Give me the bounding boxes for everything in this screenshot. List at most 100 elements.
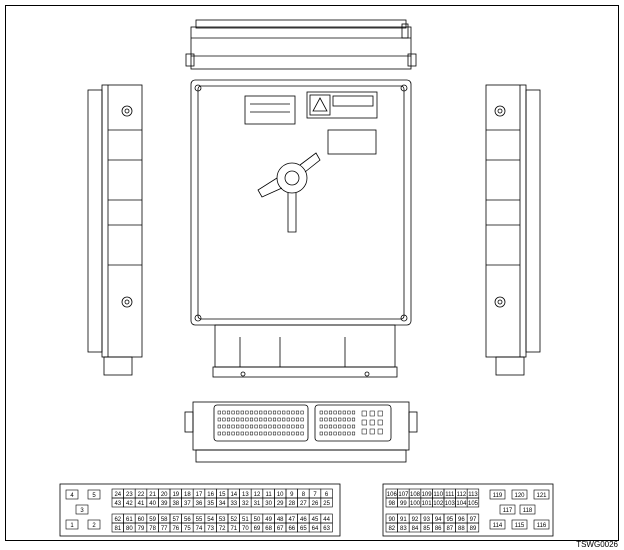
pin-cell: 110	[432, 488, 445, 499]
connector-pin	[226, 431, 231, 436]
pin-number: 78	[149, 526, 156, 532]
figure-frame	[5, 5, 619, 541]
pin-number: 30	[265, 501, 272, 507]
pin-number: 33	[230, 501, 237, 507]
pin-cell: 106	[385, 488, 398, 499]
pin-cell: 2	[87, 519, 101, 530]
pin-number: 52	[230, 517, 237, 523]
pin-number: 48	[277, 517, 284, 523]
connector-pin	[277, 417, 281, 422]
pin-number: 90	[388, 517, 395, 523]
connector-pin	[291, 431, 295, 436]
pin-cell: 101	[420, 497, 433, 508]
pin-number: 19	[172, 492, 179, 498]
connector-pin	[291, 410, 295, 415]
pin-cell: 34	[216, 497, 229, 508]
pin-cell: 94	[432, 513, 445, 524]
left-table-border	[59, 483, 341, 537]
pin-cell: 102	[432, 497, 445, 508]
pin-cell: 95	[443, 513, 456, 524]
pin-cell: 53	[216, 513, 229, 524]
connector-pin	[222, 417, 226, 422]
pin-number: 7	[313, 492, 317, 498]
ecu-right-side-view	[485, 84, 541, 376]
connector-pin	[249, 417, 254, 422]
connector-pin	[351, 410, 356, 415]
pin-number: 21	[149, 492, 156, 498]
pin-number: 2	[92, 523, 96, 529]
pin-number: 94	[435, 517, 442, 523]
connector-pin	[347, 410, 351, 415]
pin-cell: 104	[455, 497, 468, 508]
pin-number: 54	[207, 517, 214, 523]
pin-number: 71	[230, 526, 237, 532]
connector-pin	[282, 431, 286, 436]
pin-number: 79	[138, 526, 145, 532]
pin-cell: 89	[466, 522, 480, 533]
pin-cell: 49	[262, 513, 275, 524]
pin-number: 93	[423, 517, 430, 523]
pin-number: 111	[445, 492, 455, 498]
pin-cell: 25	[320, 497, 333, 508]
pin-cell: 54	[204, 513, 217, 524]
pin-number: 3	[80, 508, 84, 514]
pin-number: 37	[184, 501, 191, 507]
pin-number: 75	[184, 526, 191, 532]
connector-pin	[259, 410, 263, 415]
connector-pin	[295, 424, 300, 429]
pin-cell: 26	[308, 497, 322, 508]
connector-pin	[351, 424, 356, 429]
pin-cell: 80	[123, 522, 136, 533]
connector-pin	[222, 424, 226, 429]
pin-cell: 27	[297, 497, 310, 508]
pin-number: 106	[387, 492, 398, 498]
connector-pin	[282, 424, 286, 429]
connector-pin	[254, 417, 258, 422]
pin-cell: 72	[216, 522, 229, 533]
connector-pin	[369, 419, 375, 426]
pin-cell: 12	[250, 488, 264, 499]
pin-cell: 78	[146, 522, 159, 533]
pin-cell: 76	[169, 522, 182, 533]
connector-pin	[226, 424, 231, 429]
pin-cell: 83	[397, 522, 410, 533]
connector-pin	[272, 424, 277, 429]
pin-number: 73	[207, 526, 214, 532]
connector-pin	[240, 424, 244, 429]
pin-number: 85	[423, 526, 430, 532]
connector-pin	[236, 431, 240, 436]
pin-number: 60	[138, 517, 145, 523]
pin-cell: 30	[262, 497, 275, 508]
pin-cell: 19	[169, 488, 182, 499]
connector-pin	[286, 417, 290, 422]
pin-cell: 62	[111, 513, 124, 524]
pin-number: 66	[288, 526, 295, 532]
pin-number: 70	[242, 526, 249, 532]
connector-pin	[282, 417, 286, 422]
pin-number: 51	[242, 517, 249, 523]
pin-cell: 4	[65, 489, 79, 500]
pin-number: 104	[456, 501, 467, 507]
connector-pin	[263, 424, 267, 429]
pin-cell: 23	[123, 488, 136, 499]
connector-pin	[282, 410, 286, 415]
pin-number: 97	[470, 517, 477, 523]
pin-cell: 59	[146, 513, 159, 524]
pin-number: 101	[422, 501, 433, 507]
connector-pin	[319, 424, 323, 429]
pin-cell: 18	[181, 488, 194, 499]
pin-cell: 85	[420, 522, 433, 533]
connector-pin	[277, 410, 281, 415]
pin-number: 1	[70, 523, 74, 529]
connector-pin	[231, 424, 235, 429]
connector-pin	[249, 424, 254, 429]
connector-pin	[286, 424, 290, 429]
connector-pin	[338, 410, 342, 415]
connector-pin	[226, 417, 231, 422]
pin-cell: 1	[65, 519, 79, 530]
pin-number: 12	[254, 492, 261, 498]
connector-pin	[236, 410, 240, 415]
pin-cell: 91	[397, 513, 410, 524]
pin-number: 61	[126, 517, 133, 523]
